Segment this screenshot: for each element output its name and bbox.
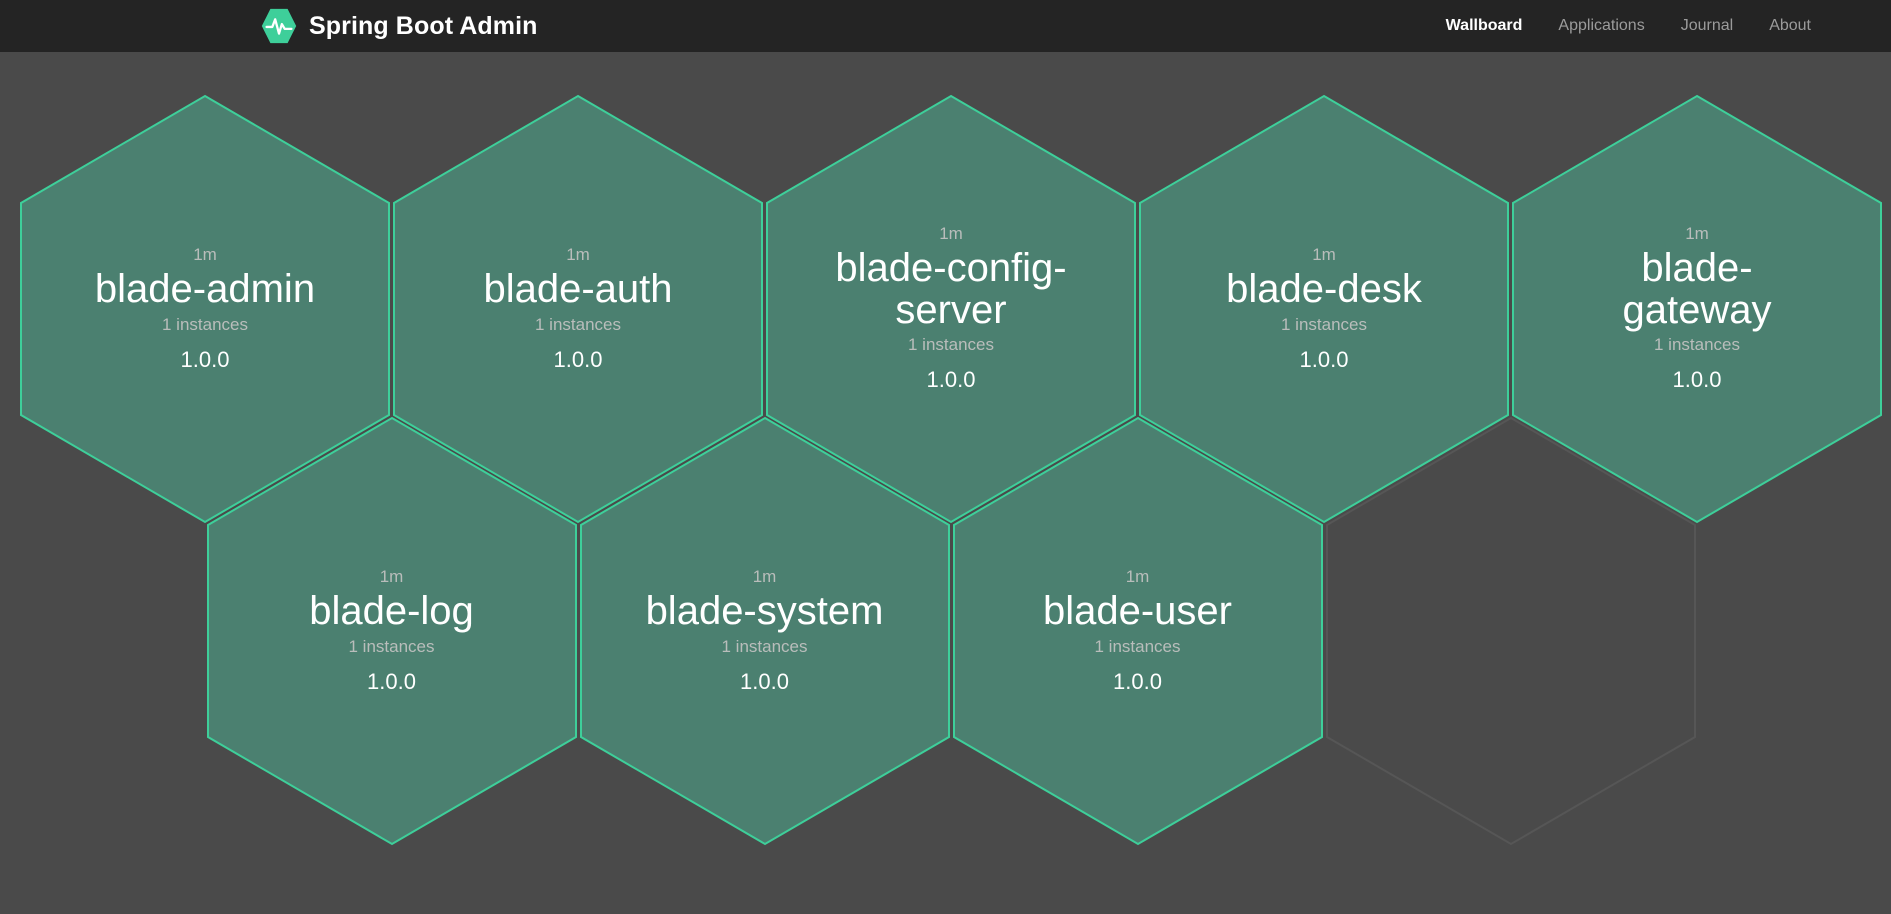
hexagon-shape bbox=[20, 94, 390, 524]
nav-link-applications[interactable]: Applications bbox=[1558, 17, 1645, 34]
nav-link-journal[interactable]: Journal bbox=[1680, 17, 1734, 34]
application-hexagon-placeholder bbox=[1325, 416, 1697, 846]
hexagon-shape bbox=[1512, 94, 1882, 524]
brand[interactable]: Spring Boot Admin bbox=[258, 0, 538, 52]
hexagon-shape bbox=[206, 416, 577, 846]
nav-link-wallboard[interactable]: Wallboard bbox=[1445, 17, 1523, 34]
nav-link-about[interactable]: About bbox=[1769, 17, 1811, 34]
top-navbar: Spring Boot Admin Wallboard Applications… bbox=[0, 0, 1891, 52]
hexagon-shape bbox=[766, 94, 1136, 524]
nav-links: Wallboard Applications Journal About bbox=[1428, 0, 1829, 52]
hexagon-shape bbox=[952, 416, 1323, 846]
hexagon-shape bbox=[1139, 94, 1509, 524]
brand-title: Spring Boot Admin bbox=[309, 11, 538, 40]
hexagon-shape bbox=[579, 416, 950, 846]
hexagon-shape bbox=[393, 94, 763, 524]
hexagon-shape bbox=[1325, 416, 1696, 846]
heartbeat-hexagon-icon bbox=[261, 8, 297, 44]
